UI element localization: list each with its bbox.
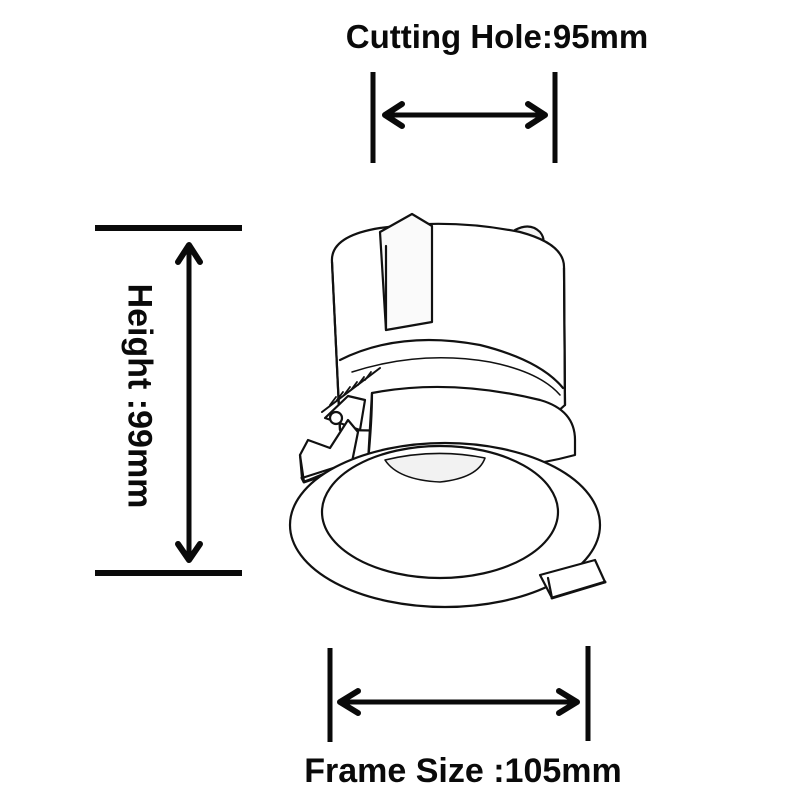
reflector-opening: [320, 444, 560, 580]
spring-clip: [298, 367, 381, 484]
frame-size-dimension: [327, 646, 591, 742]
light-source: [384, 452, 486, 483]
cutting-hole-label: Cutting Hole:95mm: [345, 18, 649, 55]
frame-size-label: Frame Size :105mm: [304, 752, 622, 790]
housing-notch: [378, 212, 434, 332]
height-dimension: [95, 225, 242, 576]
cutting-hole-dimension: [370, 72, 558, 163]
